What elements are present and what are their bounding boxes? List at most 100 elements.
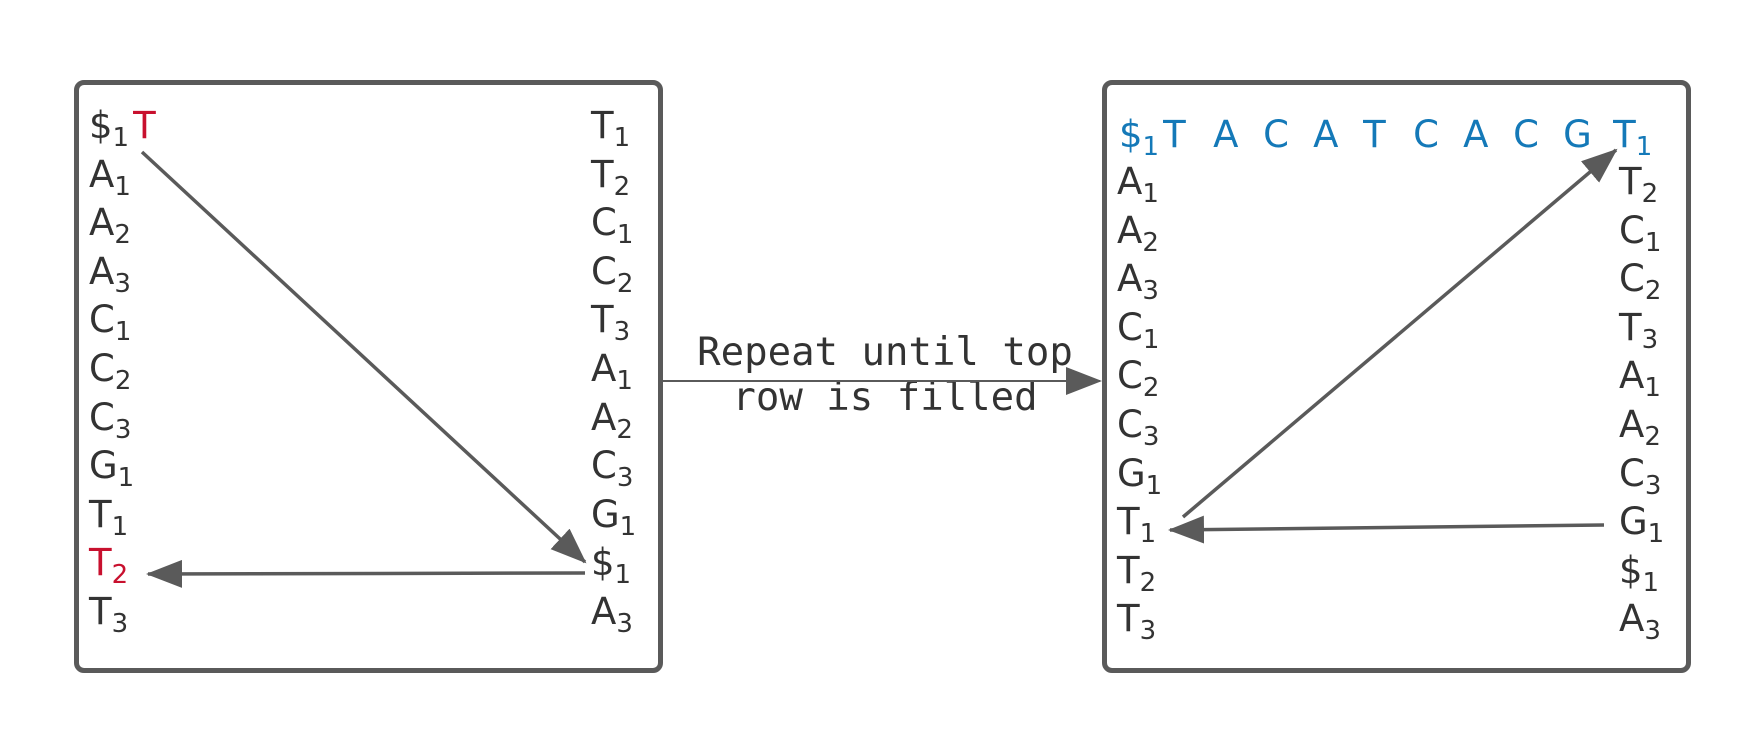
cell-base: A xyxy=(89,152,115,196)
cell-base: C xyxy=(1117,305,1143,349)
left-last-cell: T1 xyxy=(591,104,630,151)
cell-base: G xyxy=(89,444,118,488)
top-row-letter: A xyxy=(1313,113,1339,156)
left-first-cell: A1 xyxy=(89,152,131,200)
right-last-cell: $1 xyxy=(1619,552,1659,596)
cell-base: C xyxy=(1619,257,1645,301)
cell-base: T xyxy=(591,298,614,342)
cell-base: $ xyxy=(591,541,615,585)
cell-subscript: 3 xyxy=(1641,324,1659,355)
cell-subscript: 3 xyxy=(114,414,132,445)
top-row-letter: C xyxy=(1513,113,1539,156)
right-matrix-panel xyxy=(1102,80,1691,673)
cell-subscript: 2 xyxy=(616,268,634,299)
cell-subscript: 1 xyxy=(1644,373,1661,404)
cell-base: A xyxy=(1117,257,1143,301)
right-first-cell: C3 xyxy=(1117,403,1159,450)
cell-base: G xyxy=(591,492,620,536)
cell-base: T xyxy=(1117,548,1140,592)
cell-subscript: 1 xyxy=(1647,519,1665,550)
cell-base: C xyxy=(1117,403,1143,446)
left-first-cell: T2 xyxy=(89,541,128,588)
cell-base: T xyxy=(89,541,112,585)
cell-subscript: 1 xyxy=(619,511,637,542)
cell-base: A xyxy=(1117,208,1143,252)
top-row-letter: A xyxy=(1213,113,1239,156)
right-first-cell: C1 xyxy=(1117,305,1159,353)
arrow-t1-to-top-t1 xyxy=(1181,148,1618,519)
top-row-letter: T xyxy=(1363,113,1386,156)
cell-subscript: 1 xyxy=(616,366,633,396)
cell-subscript: 3 xyxy=(111,609,129,639)
cell-subscript: 1 xyxy=(1644,227,1662,258)
cell-subscript: 2 xyxy=(1142,373,1160,404)
top-row-letter: T xyxy=(1163,113,1186,156)
cell-base: T xyxy=(1117,597,1140,641)
cell-subscript: 2 xyxy=(1644,422,1661,452)
left-first-cell: A3 xyxy=(89,253,131,297)
cell-subscript: 1 xyxy=(1142,179,1159,209)
cell-base: C xyxy=(1619,451,1645,495)
cell-base: A xyxy=(1619,597,1645,641)
left-last-cell: C1 xyxy=(591,204,633,248)
arrow-g1-to-t1 xyxy=(1168,515,1605,544)
cell-subscript: 2 xyxy=(114,220,131,251)
cell-base: A xyxy=(1619,354,1645,398)
top-row-end-sub: 1 xyxy=(1635,132,1653,162)
cell-subscript: 1 xyxy=(114,171,131,202)
arrow-dollar-to-t2 xyxy=(146,559,586,588)
cell-base: A xyxy=(1117,160,1143,203)
left-first-cell: C3 xyxy=(89,395,131,443)
left-last-cell: $1 xyxy=(591,541,631,588)
cell-subscript: 2 xyxy=(1641,179,1659,209)
cell-subscript: 1 xyxy=(1642,567,1660,598)
cell-base: T xyxy=(1619,160,1642,203)
cell-base: C xyxy=(1117,354,1143,398)
left-first-cell: C2 xyxy=(89,347,131,394)
cell-subscript: 1 xyxy=(1139,519,1157,550)
cell-base: G xyxy=(1117,451,1146,495)
right-first-cell: T3 xyxy=(1117,597,1156,644)
left-first-cell: C1 xyxy=(89,298,131,345)
cell-subscript: 3 xyxy=(613,317,631,348)
cell-subscript: 1 xyxy=(613,123,631,153)
repeat-label-line1: Repeat until top xyxy=(697,330,1073,375)
cell-subscript: 1 xyxy=(117,463,135,494)
cell-base: A xyxy=(591,347,617,390)
cell-base: T xyxy=(1619,305,1642,349)
cell-subscript: 1 xyxy=(114,317,132,348)
cell-base: C xyxy=(591,444,617,488)
left-first-cell: A2 xyxy=(89,204,131,248)
right-last-cell: C2 xyxy=(1619,257,1661,304)
arrow-t-to-dollar xyxy=(140,150,587,564)
right-first-cell: T1 xyxy=(1117,503,1156,547)
cell-base: C xyxy=(591,249,617,293)
top-row-letter: C xyxy=(1413,113,1439,156)
cell-base: C xyxy=(89,395,115,439)
right-last-cell: C1 xyxy=(1619,212,1661,256)
cell-subscript: 3 xyxy=(114,268,131,299)
cell-base: A xyxy=(591,395,617,439)
cell-base: G xyxy=(1619,500,1648,544)
cell-subscript: 1 xyxy=(614,560,632,591)
cell-subscript: 1 xyxy=(111,511,129,542)
repeat-label-line2: row is filled xyxy=(732,375,1038,420)
right-last-cell: T3 xyxy=(1619,305,1658,353)
cell-base: C xyxy=(89,347,115,390)
left-last-cell: A1 xyxy=(591,347,633,394)
left-first-cell: T1 xyxy=(89,496,128,540)
cell-subscript: 2 xyxy=(111,560,129,591)
right-last-cell: A2 xyxy=(1619,406,1661,450)
top-row-letter: A xyxy=(1463,113,1489,156)
cell-base: T xyxy=(591,152,614,196)
right-last-cell: A1 xyxy=(1619,354,1661,401)
cell-subscript: 1 xyxy=(1142,324,1160,355)
cell-base: $ xyxy=(89,104,113,147)
cell-base: C xyxy=(89,298,115,342)
right-first-cell: G1 xyxy=(1117,451,1162,499)
cell-subscript: 1 xyxy=(616,220,634,251)
cell-base: T xyxy=(591,104,614,147)
